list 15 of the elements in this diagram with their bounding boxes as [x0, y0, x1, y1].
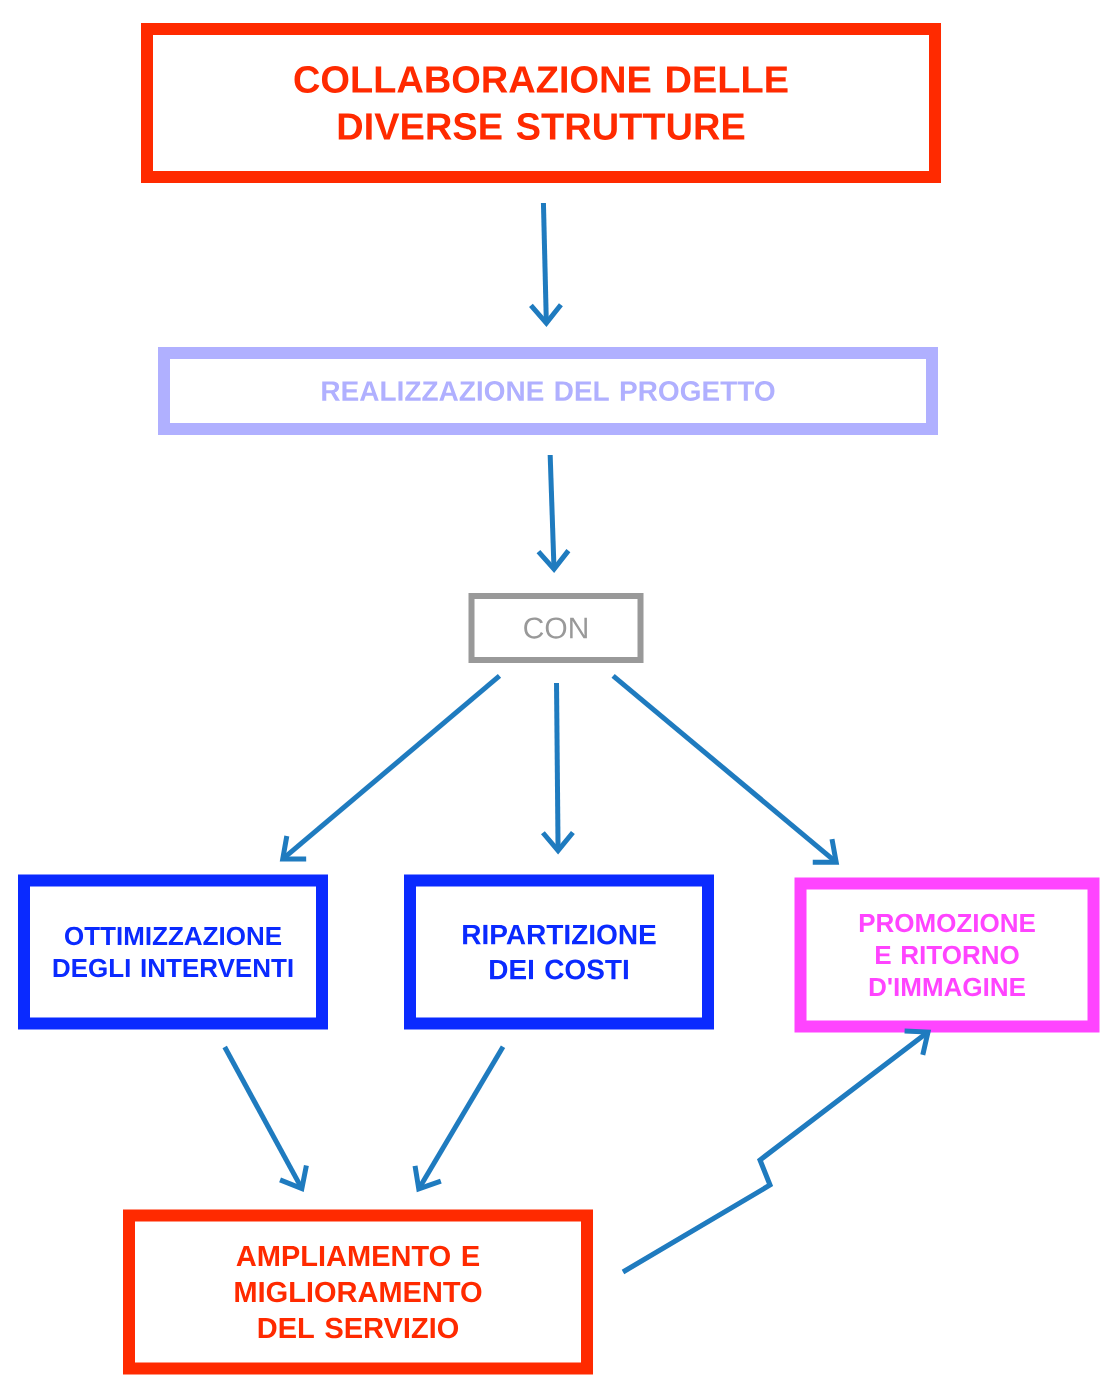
process-box: COLLABORAZIONE DELLE DIVERSE STRUTTURE — [141, 23, 941, 183]
process-box: OTTIMIZZAZIONE DEGLI INTERVENTI — [18, 874, 328, 1030]
arrow — [621, 1028, 932, 1275]
arrow — [279, 674, 502, 862]
arrow — [412, 1045, 506, 1193]
process-box: AMPLIAMENTO E MIGLIORAMENTO DEL SERVIZIO — [123, 1209, 593, 1375]
arrow — [536, 454, 571, 573]
process-box: RIPARTIZIONE DEI COSTI — [404, 874, 714, 1030]
arrow — [611, 673, 840, 865]
arrow — [529, 202, 563, 327]
arrow — [222, 1045, 309, 1192]
arrow — [541, 683, 575, 855]
process-box: PROMOZIONE E RITORNO D'IMMAGINE — [794, 877, 1100, 1033]
process-box: CON — [468, 593, 644, 663]
process-box: REALIZZAZIONE DEL PROGETTO — [158, 347, 938, 435]
